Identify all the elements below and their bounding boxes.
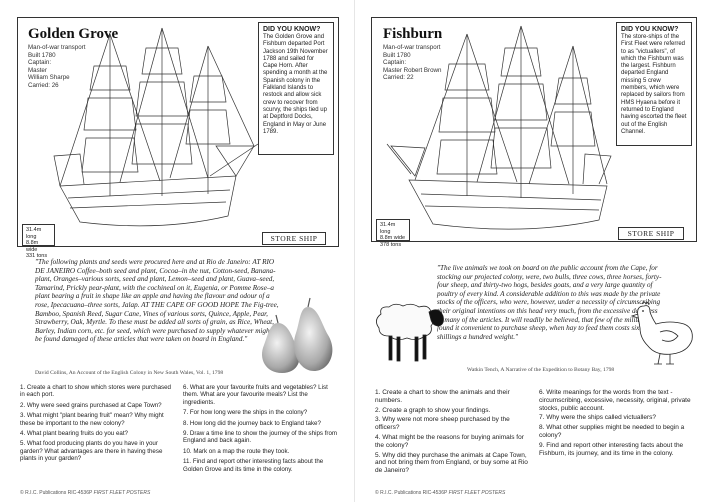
did-you-know-title: DID YOU KNOW?: [621, 26, 679, 33]
question: 5. Why did they purchase the animals at …: [375, 451, 528, 475]
ship-dimensions: 31.4m long 8.8m wide 331 tons: [22, 224, 55, 259]
question: 11. Find and report other interesting fa…: [183, 458, 324, 473]
question: 4. What plant bearing fruits do you eat?: [20, 430, 129, 438]
question: 8. How long did the journey back to Engl…: [183, 419, 321, 427]
quote-source: Watkin Tench, A Narrative of the Expedit…: [467, 367, 615, 373]
question: 6. What are your favourite fruits and ve…: [183, 384, 328, 406]
question: 3. What might "plant bearing fruit" mean…: [20, 412, 164, 427]
did-you-know-box: DID YOU KNOW? The store-ships of the Fir…: [616, 22, 692, 146]
ship-title: Fishburn: [383, 26, 443, 42]
question: 5. What food producing plants do you hav…: [20, 440, 163, 463]
store-ship-label: STORE SHIP: [262, 232, 326, 245]
did-you-know-text: The Golden Grove and Fishburn departed P…: [263, 34, 328, 135]
question: 1. Create a chart to show which stores w…: [20, 384, 171, 399]
fishburn-page: Fishburn Man-of-war transport Built 1780…: [355, 0, 709, 502]
quote-text: "The following plants and seeds were pro…: [35, 258, 279, 344]
ship-info: Man-of-war transport Built 1780 Captain:…: [383, 44, 442, 82]
ship-dimensions: 31.4m long 8.8m wide 378 tons: [376, 219, 410, 248]
chicken-illustration: [630, 301, 693, 365]
question: 4. What might be the reasons for buying …: [375, 433, 524, 449]
sheep-illustration: [376, 303, 444, 362]
question: 7. Why were the ships called victuallers…: [539, 414, 657, 422]
question: 8. What other supplies might be needed t…: [539, 424, 685, 439]
question: 9. Draw a time line to show the journey …: [183, 430, 338, 445]
fishburn-ship-illustration: [386, 25, 612, 230]
question: 3. Why were not more sheep purchased by …: [375, 416, 510, 432]
quote-source: David Collins, An Account of the English…: [35, 370, 224, 376]
footer: © R.I.C. Publications RIC-4536P FIRST FL…: [20, 490, 151, 496]
pear-illustration: [262, 297, 333, 373]
did-you-know-text: The store-ships of the First Fleet were …: [621, 34, 687, 135]
golden-grove-ship-illustration: [53, 27, 259, 227]
golden-grove-page: Golden Grove Man-of-war transport Built …: [0, 0, 354, 502]
question: 9. Find and report other interesting fac…: [539, 441, 684, 457]
footer: © R.I.C. Publications RIC-4536P FIRST FL…: [375, 490, 506, 496]
store-ship-label: STORE SHIP: [618, 227, 684, 240]
questions-grid: 1. Create a chart to show the animals an…: [375, 389, 693, 477]
questions-grid: 1. Create a chart to show which stores w…: [20, 384, 338, 476]
quote-text: "The live animals we took on board on th…: [437, 264, 662, 341]
question: 1. Create a chart to show the animals an…: [375, 389, 510, 404]
did-you-know-box: DID YOU KNOW? The Golden Grove and Fishb…: [258, 22, 334, 155]
question: 2. Create a graph to show your findings.: [375, 406, 491, 414]
question: 10. Mark on a map the route they took.: [183, 447, 290, 455]
page-divider: [354, 0, 355, 502]
did-you-know-title: DID YOU KNOW?: [263, 26, 321, 33]
ship-title: Golden Grove: [28, 26, 119, 42]
ship-info: Man-of-war transport Built 1780 Captain:…: [28, 44, 86, 89]
question: 7. For how long were the ships in the co…: [183, 409, 308, 417]
question: 6. Write meanings for the words from the…: [539, 389, 691, 412]
question: 2. Why were seed grains purchased at Cap…: [20, 401, 162, 409]
